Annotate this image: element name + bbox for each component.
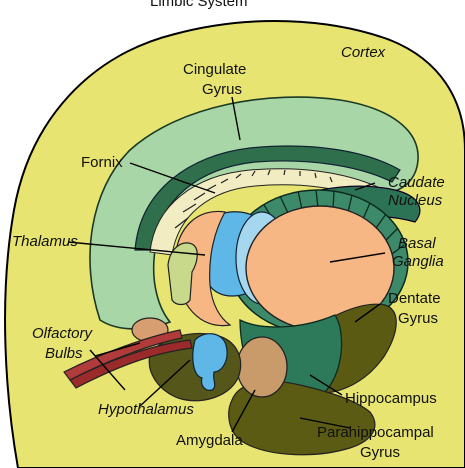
hypothalamus-label: Hypothalamus — [98, 401, 194, 418]
caudate-nucleus-label-line2: Nucleus — [388, 192, 443, 209]
olfactory-bulbs-label: Olfactory — [32, 325, 94, 342]
basal-ganglia-label: Basal — [398, 235, 436, 252]
fornix-label: Fornix — [81, 154, 123, 171]
parahippocampal-gyrus-label: Parahippocampal — [317, 424, 434, 441]
amygdala-shape — [237, 337, 287, 397]
amygdala-label: Amygdala — [176, 432, 243, 449]
hippocampus-label: Hippocampus — [345, 390, 437, 407]
thalamus-label: Thalamus — [12, 233, 78, 250]
dentate-gyrus-label: Dentate — [388, 290, 441, 307]
cingulate-gyrus-label-line2: Gyrus — [202, 81, 242, 98]
cingulate-gyrus-label: Cingulate — [183, 61, 246, 78]
parahippocampal-gyrus-label-line2: Gyrus — [360, 444, 400, 461]
basal-ganglia-label-line2: Ganglia — [392, 253, 444, 270]
cortex-label: Cortex — [341, 44, 386, 61]
caudate-nucleus-label: Caudate — [388, 174, 445, 191]
diagram-title: Limbic System — [150, 0, 248, 10]
olfactory-bulbs-label-line2: Bulbs — [45, 345, 83, 362]
dentate-gyrus-label-line2: Gyrus — [398, 310, 438, 327]
